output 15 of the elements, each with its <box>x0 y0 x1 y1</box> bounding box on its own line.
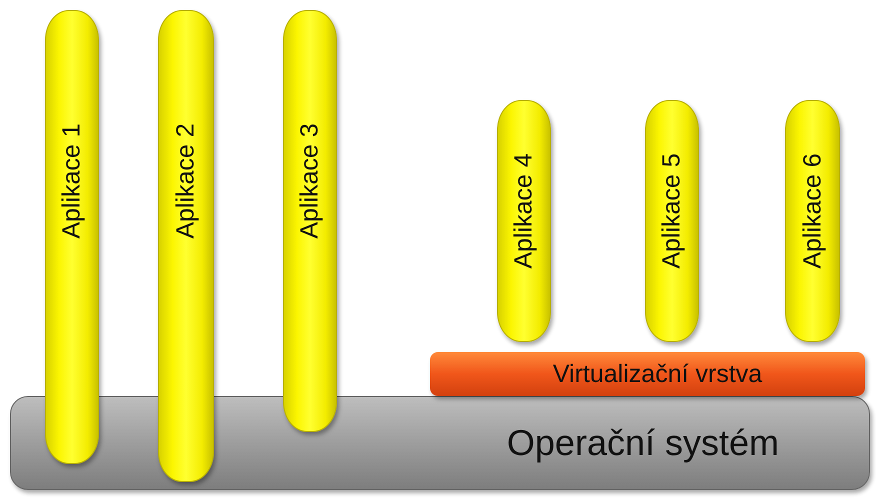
layer-label: Virtualizační vrstva <box>552 360 762 388</box>
application-label: Aplikace 6 <box>798 153 827 269</box>
application-label: Aplikace 1 <box>58 123 86 239</box>
application-pillar <box>158 10 214 482</box>
application-pillar <box>283 10 337 432</box>
application-pillar <box>45 10 99 464</box>
application-pillar <box>785 100 840 342</box>
application-label: Aplikace 4 <box>510 153 538 269</box>
system-label: Operační systém <box>506 422 779 464</box>
application-pillar <box>645 100 699 342</box>
application-pillar <box>497 100 551 342</box>
application-label: Aplikace 3 <box>296 123 324 239</box>
application-label: Aplikace 5 <box>658 153 686 269</box>
virtualization-layer <box>430 352 865 396</box>
application-label: Aplikace 2 <box>172 123 200 239</box>
